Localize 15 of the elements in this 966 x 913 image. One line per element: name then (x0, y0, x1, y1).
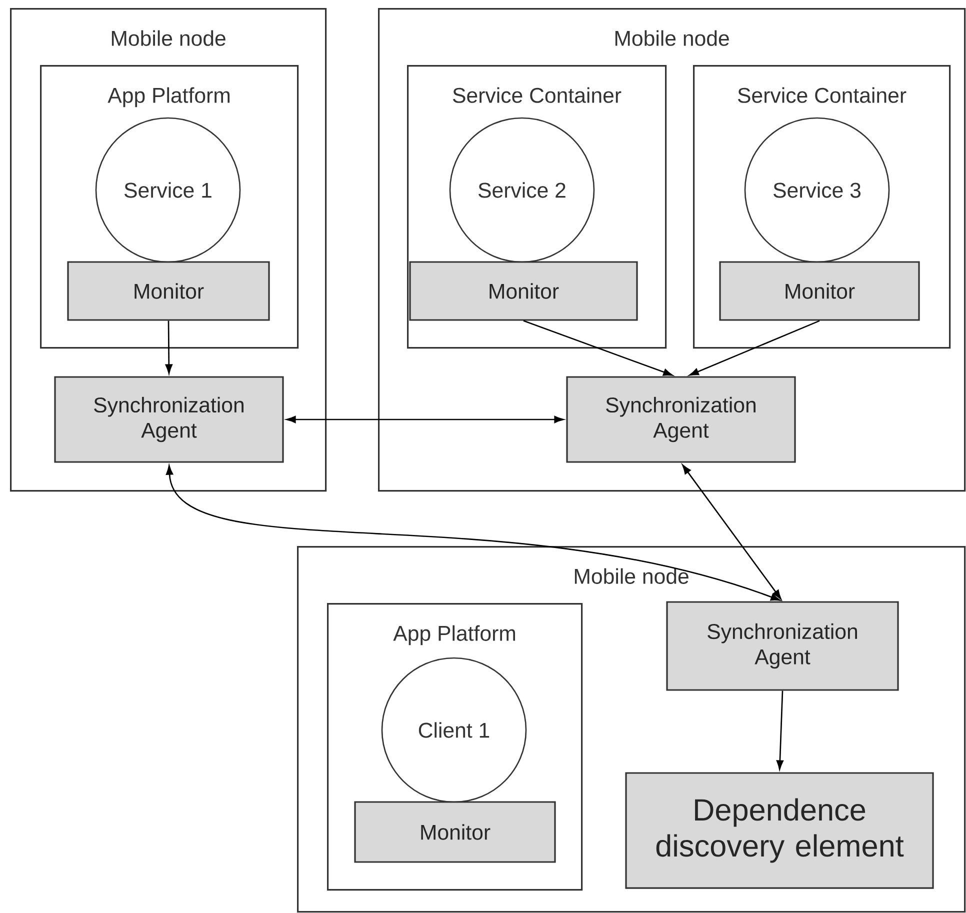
process-box: Monitor (67, 261, 270, 321)
process-box: Synchronization Agent (666, 601, 899, 691)
process-box: Monitor (409, 261, 638, 321)
arrow (689, 320, 820, 376)
arrow (166, 465, 780, 601)
arrow (682, 464, 782, 600)
process-box: Monitor (354, 801, 556, 863)
process-box: Synchronization Agent (566, 376, 796, 463)
process-box: Dependence discovery element (625, 772, 934, 889)
arrow (286, 416, 564, 424)
process-box: Monitor (719, 261, 920, 321)
arrow (523, 320, 673, 376)
arrow (165, 320, 172, 374)
arrow (776, 690, 784, 770)
process-box: Synchronization Agent (54, 376, 284, 463)
